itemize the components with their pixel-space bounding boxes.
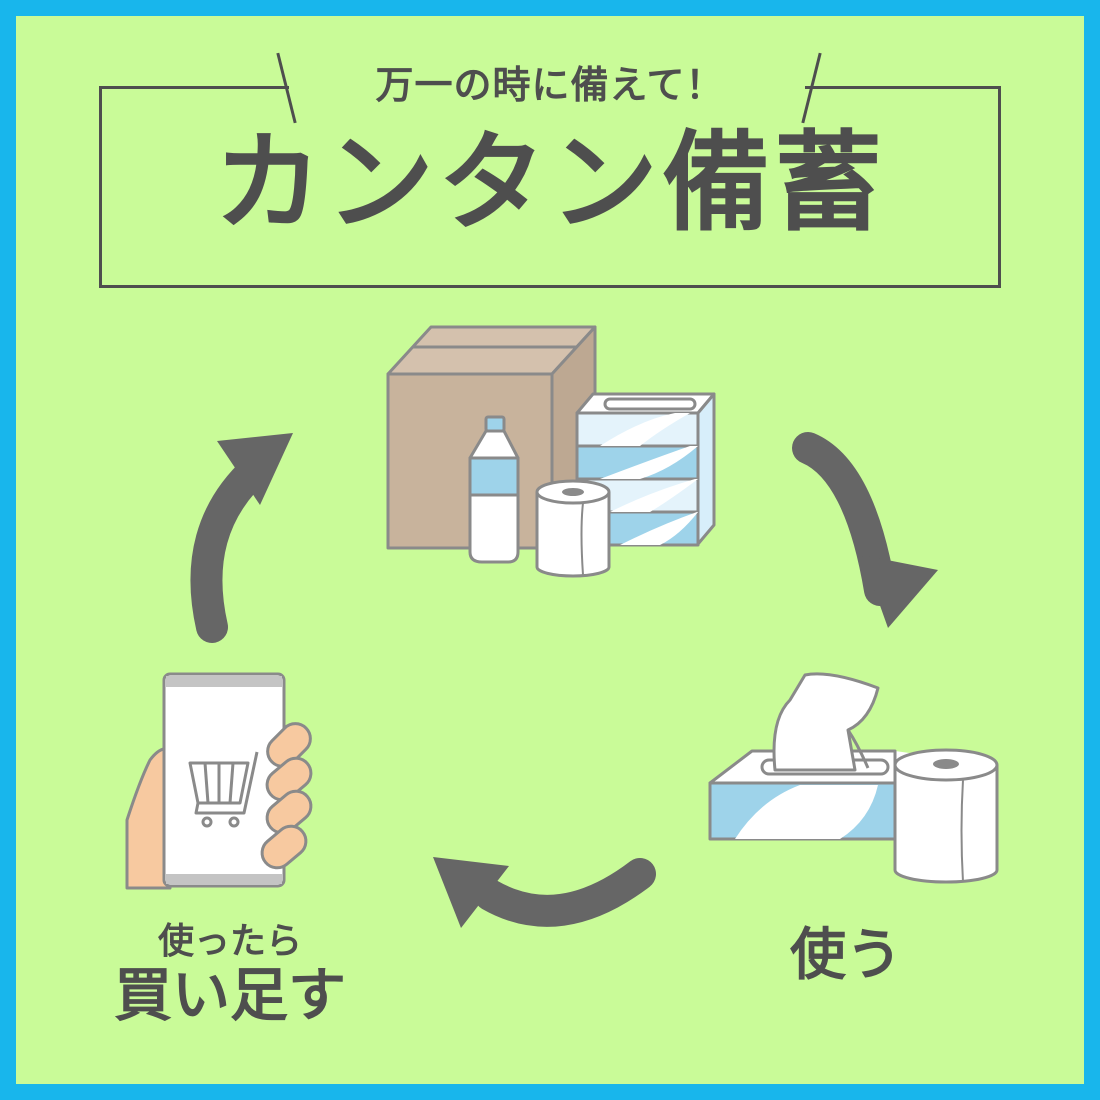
stockpile-icon xyxy=(386,325,716,578)
arrow-down-right-icon xyxy=(792,432,938,628)
title-frame xyxy=(99,88,1001,288)
arrow-left-icon xyxy=(433,857,656,928)
title-frame-top-left-line xyxy=(99,86,289,89)
tissue-box-stack xyxy=(575,392,716,547)
subtitle: 万一の時に備えて！ xyxy=(375,63,725,107)
title-frame-top-right-line xyxy=(805,86,1001,89)
shopping-cart-icon xyxy=(188,751,259,828)
page-title: カンタン備蓄 xyxy=(213,121,886,246)
tissue-and-toilet-paper-icon xyxy=(708,672,999,884)
water-bottle xyxy=(468,415,520,564)
smartphone-shopping-cart-icon xyxy=(125,672,313,890)
arrow-up-right-icon xyxy=(190,433,293,643)
toilet-roll xyxy=(535,479,611,578)
step-label-rebuy-small: 使ったら xyxy=(157,921,302,962)
step-label-rebuy: 買い足す xyxy=(113,961,346,1029)
step-label-use: 使う xyxy=(790,923,902,988)
